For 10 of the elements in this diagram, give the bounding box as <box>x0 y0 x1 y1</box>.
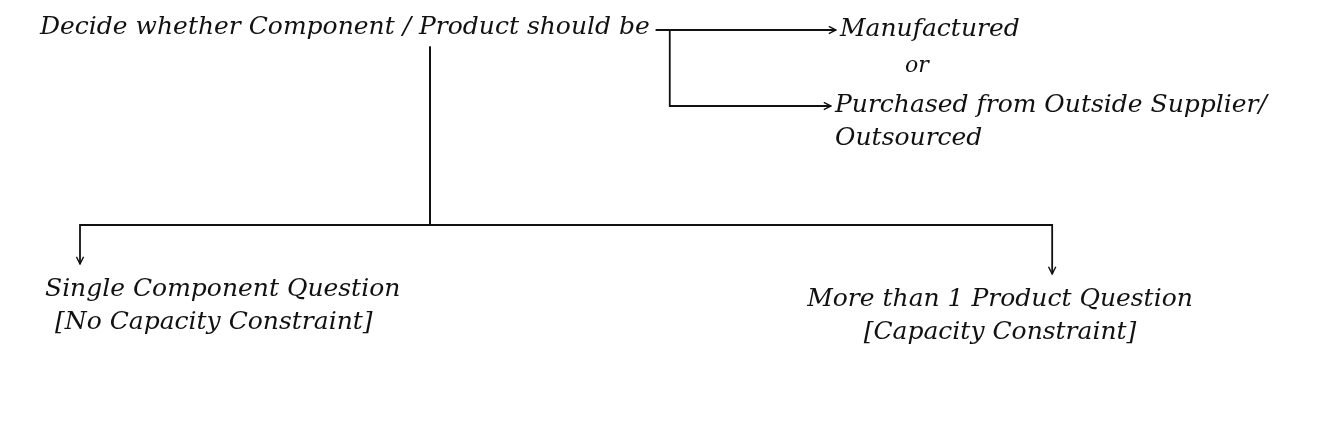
arrow <box>429 45 1057 275</box>
node-text: Single Component Question <box>45 272 401 304</box>
node-text: Manufactured <box>840 12 1020 44</box>
node-text: Decide whether Component / Product should be <box>40 10 650 42</box>
node-note: [No Capacity Constraint] <box>55 304 373 337</box>
arrow <box>654 29 832 111</box>
connector-word: or <box>905 52 929 77</box>
node-note: [Capacity Constraint] <box>863 314 1137 347</box>
node-text: Purchased from Outside Supplier/ Outsourced <box>835 88 1270 153</box>
node-text: More than 1 Product Question <box>807 282 1193 314</box>
